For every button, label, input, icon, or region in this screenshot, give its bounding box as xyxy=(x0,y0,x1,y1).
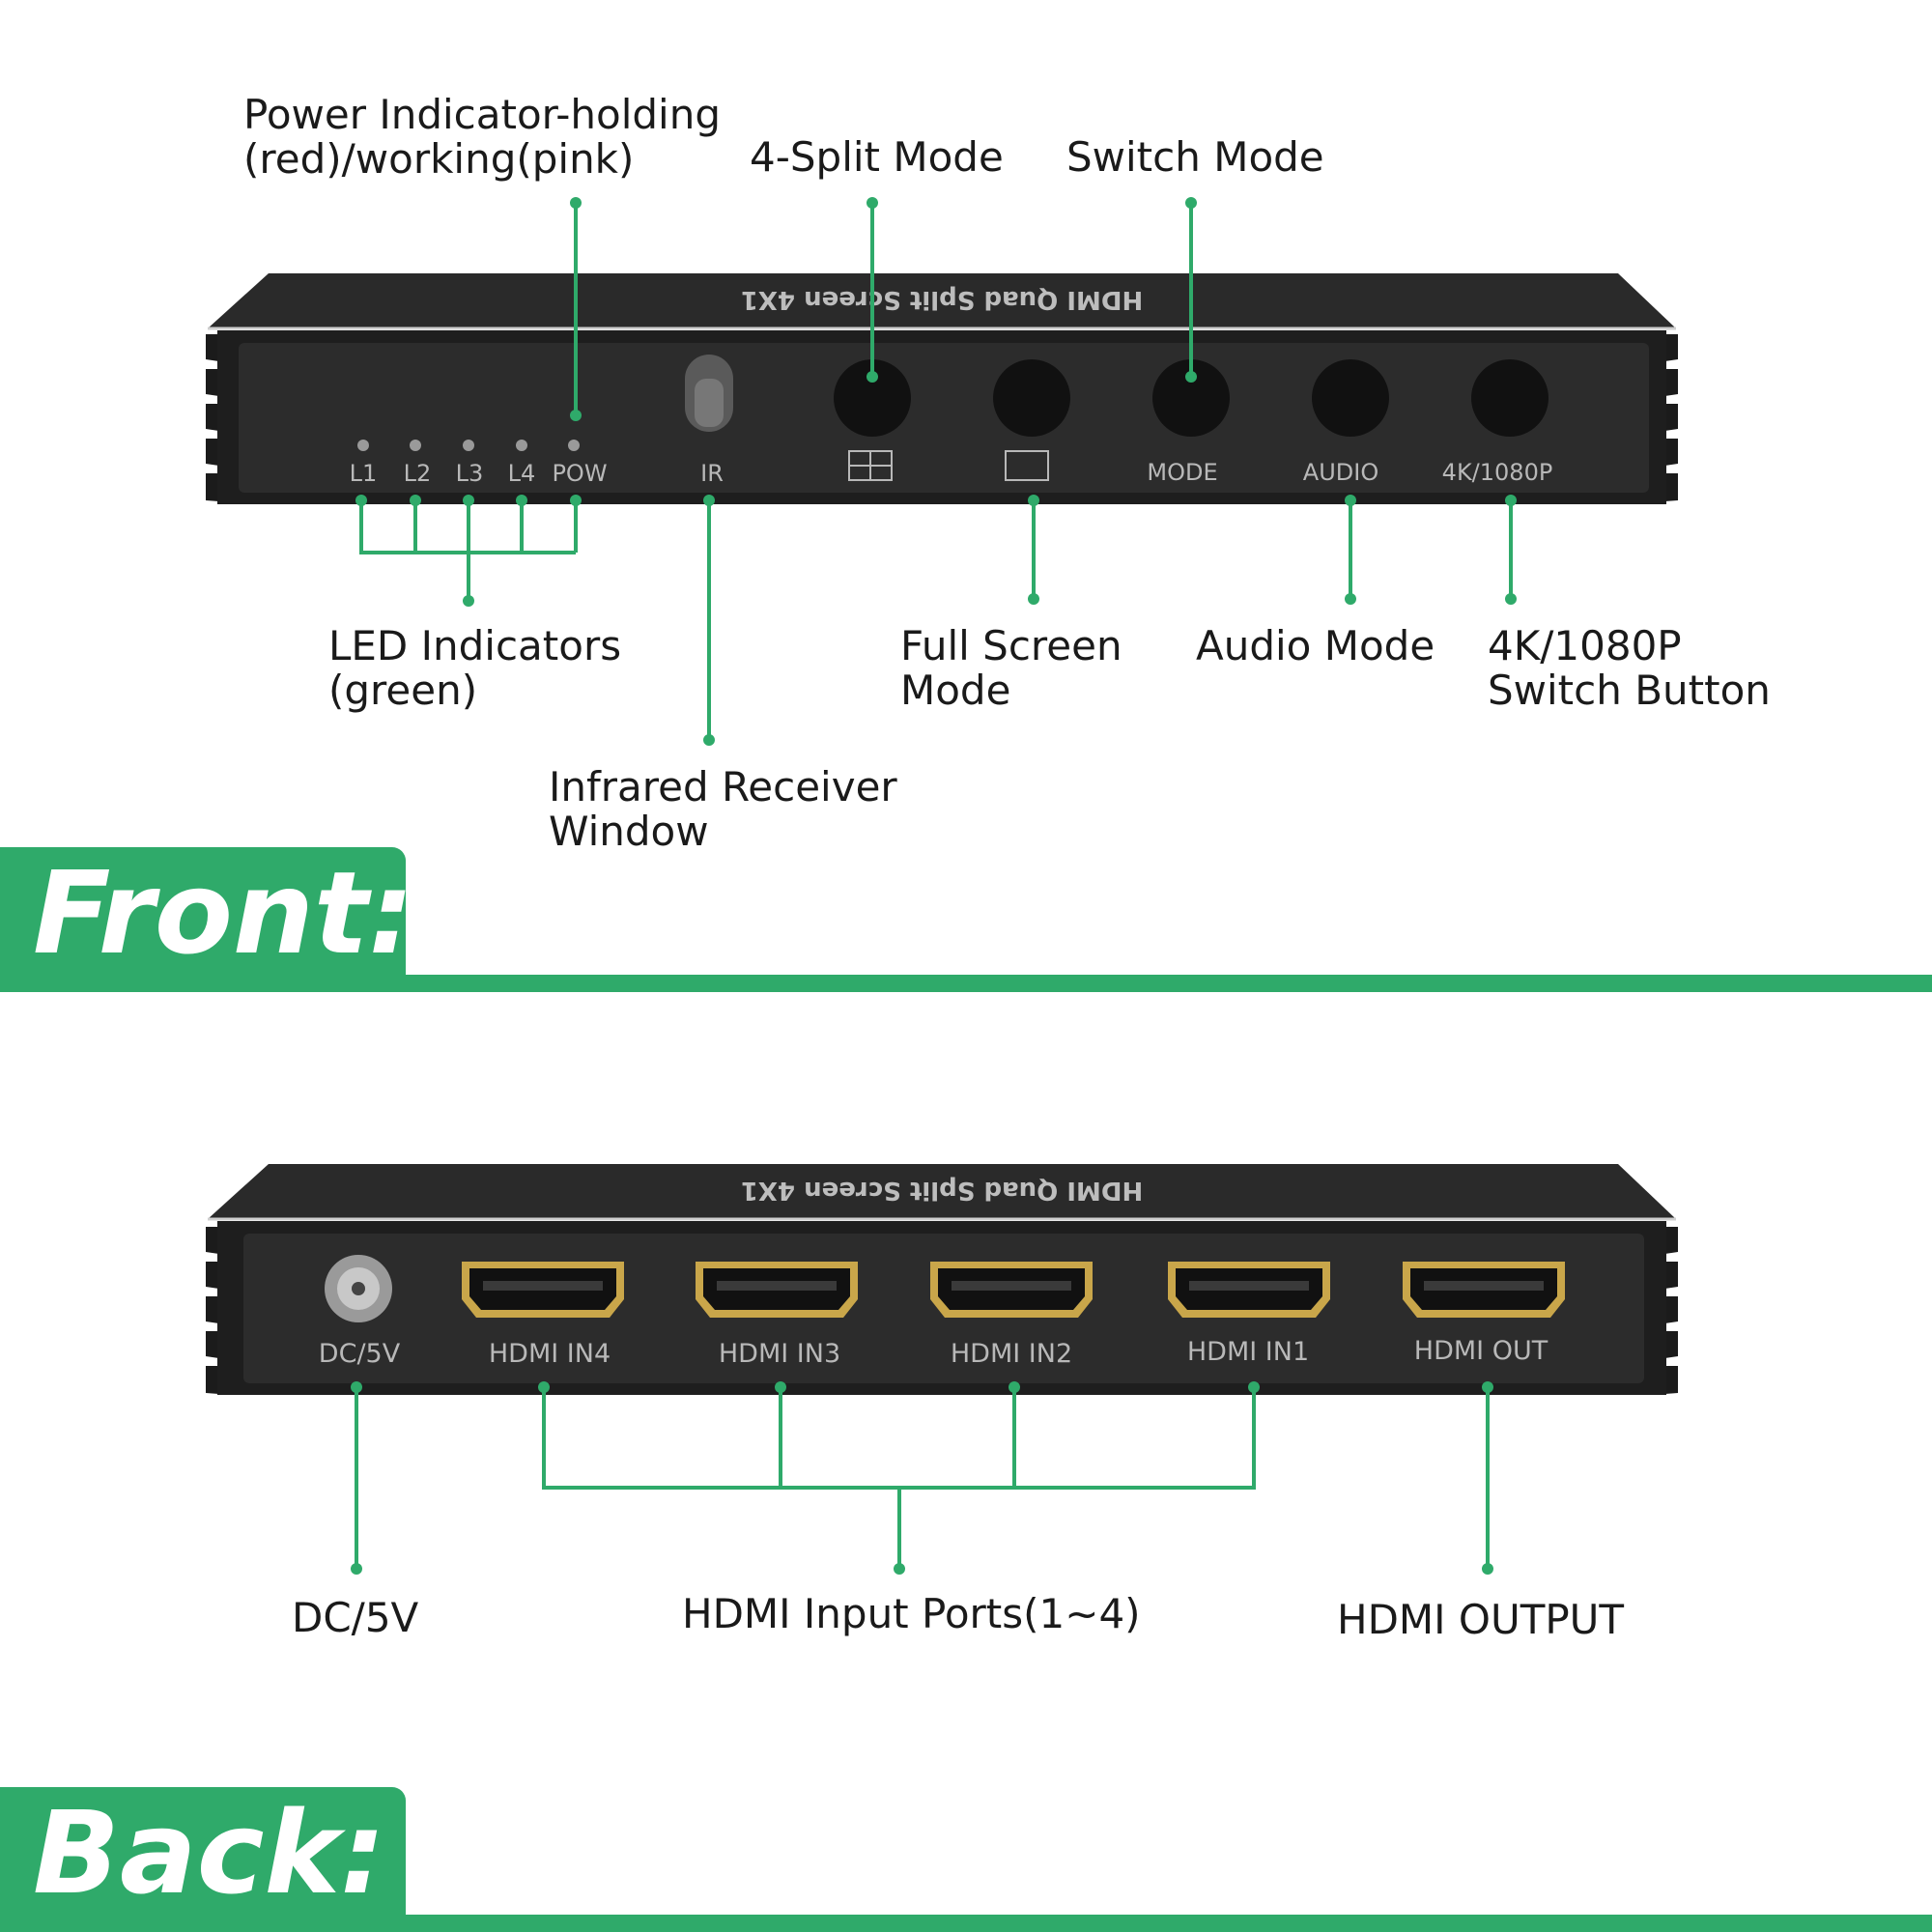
resolution-button xyxy=(1471,359,1548,437)
full-screen-button xyxy=(993,359,1070,437)
hdmi-in1-port xyxy=(1168,1262,1330,1318)
audio-button xyxy=(1312,359,1389,437)
front-connector-dots xyxy=(355,197,1517,746)
back-section-rule xyxy=(0,1915,1932,1932)
callout-resolution-switch: 4K/1080P Switch Button xyxy=(1488,622,1771,714)
callout-hdmi-inputs: HDMI Input Ports(1~4) xyxy=(682,1590,1141,1637)
callout-audio-mode: Audio Mode xyxy=(1196,622,1435,669)
audio-label: AUDIO xyxy=(1303,459,1378,486)
front-buttons xyxy=(834,359,1548,437)
hdmi-in3-port xyxy=(696,1262,858,1318)
front-connector-lines xyxy=(359,203,1513,740)
led-label-l1: L1 xyxy=(350,460,378,487)
port-label-in3: HDMI IN3 xyxy=(719,1339,840,1369)
port-label-dc: DC/5V xyxy=(319,1339,401,1369)
back-top-print: HDMI Quad Split Screen 4X1 xyxy=(741,1176,1143,1205)
front-button-labels: MODE AUDIO 4K/1080P xyxy=(1147,459,1552,486)
ir-label: IR xyxy=(700,460,724,487)
front-led-labels: L1 L2 L3 L4 POW xyxy=(350,460,608,487)
mode-label: MODE xyxy=(1147,459,1217,486)
led-label-l3: L3 xyxy=(456,460,484,487)
resolution-label: 4K/1080P xyxy=(1442,459,1553,486)
front-section-title: Front: xyxy=(33,846,414,980)
quad-split-icon xyxy=(848,450,893,481)
port-label-out: HDMI OUT xyxy=(1414,1336,1548,1366)
led-label-pow: POW xyxy=(552,460,607,487)
full-screen-icon xyxy=(1005,450,1049,481)
back-connector-lines xyxy=(355,1387,1490,1569)
callout-switch-mode: Switch Mode xyxy=(1066,133,1324,181)
back-device-top xyxy=(208,1164,1676,1219)
back-connector-dots xyxy=(351,1381,1493,1575)
port-label-in2: HDMI IN2 xyxy=(951,1339,1072,1369)
callout-split-mode: 4-Split Mode xyxy=(750,133,1004,181)
led-label-l4: L4 xyxy=(508,460,536,487)
hdmi-in2-port xyxy=(930,1262,1093,1318)
split-mode-button xyxy=(834,359,911,437)
front-top-print: HDMI Quad Split Screen 4X1 xyxy=(741,285,1143,314)
port-label-in1: HDMI IN1 xyxy=(1187,1337,1309,1367)
mode-button xyxy=(1152,359,1230,437)
hdmi-ports xyxy=(462,1262,1565,1318)
port-label-in4: HDMI IN4 xyxy=(489,1339,611,1369)
callout-full-screen: Full Screen Mode xyxy=(900,622,1122,714)
led-label-l2: L2 xyxy=(404,460,432,487)
hdmi-in4-port xyxy=(462,1262,624,1318)
hdmi-out-port xyxy=(1403,1262,1565,1318)
callout-dc: DC/5V xyxy=(292,1594,419,1641)
front-section-rule xyxy=(0,975,1932,992)
front-leds xyxy=(357,440,580,451)
callout-ir-window: Infrared Receiver Window xyxy=(549,763,897,855)
callout-hdmi-output: HDMI OUTPUT xyxy=(1337,1596,1625,1643)
back-section-banner: Back: xyxy=(0,1787,406,1920)
callout-led-indicators: LED Indicators (green) xyxy=(328,622,622,714)
front-section-banner: Front: xyxy=(0,847,414,980)
callout-power-indicator: Power Indicator-holding (red)/working(pi… xyxy=(243,91,721,183)
front-panel xyxy=(239,343,1649,493)
back-section-title: Back: xyxy=(33,1786,386,1919)
back-port-labels: DC/5V HDMI IN4 HDMI IN3 HDMI IN2 HDMI IN… xyxy=(319,1336,1548,1369)
